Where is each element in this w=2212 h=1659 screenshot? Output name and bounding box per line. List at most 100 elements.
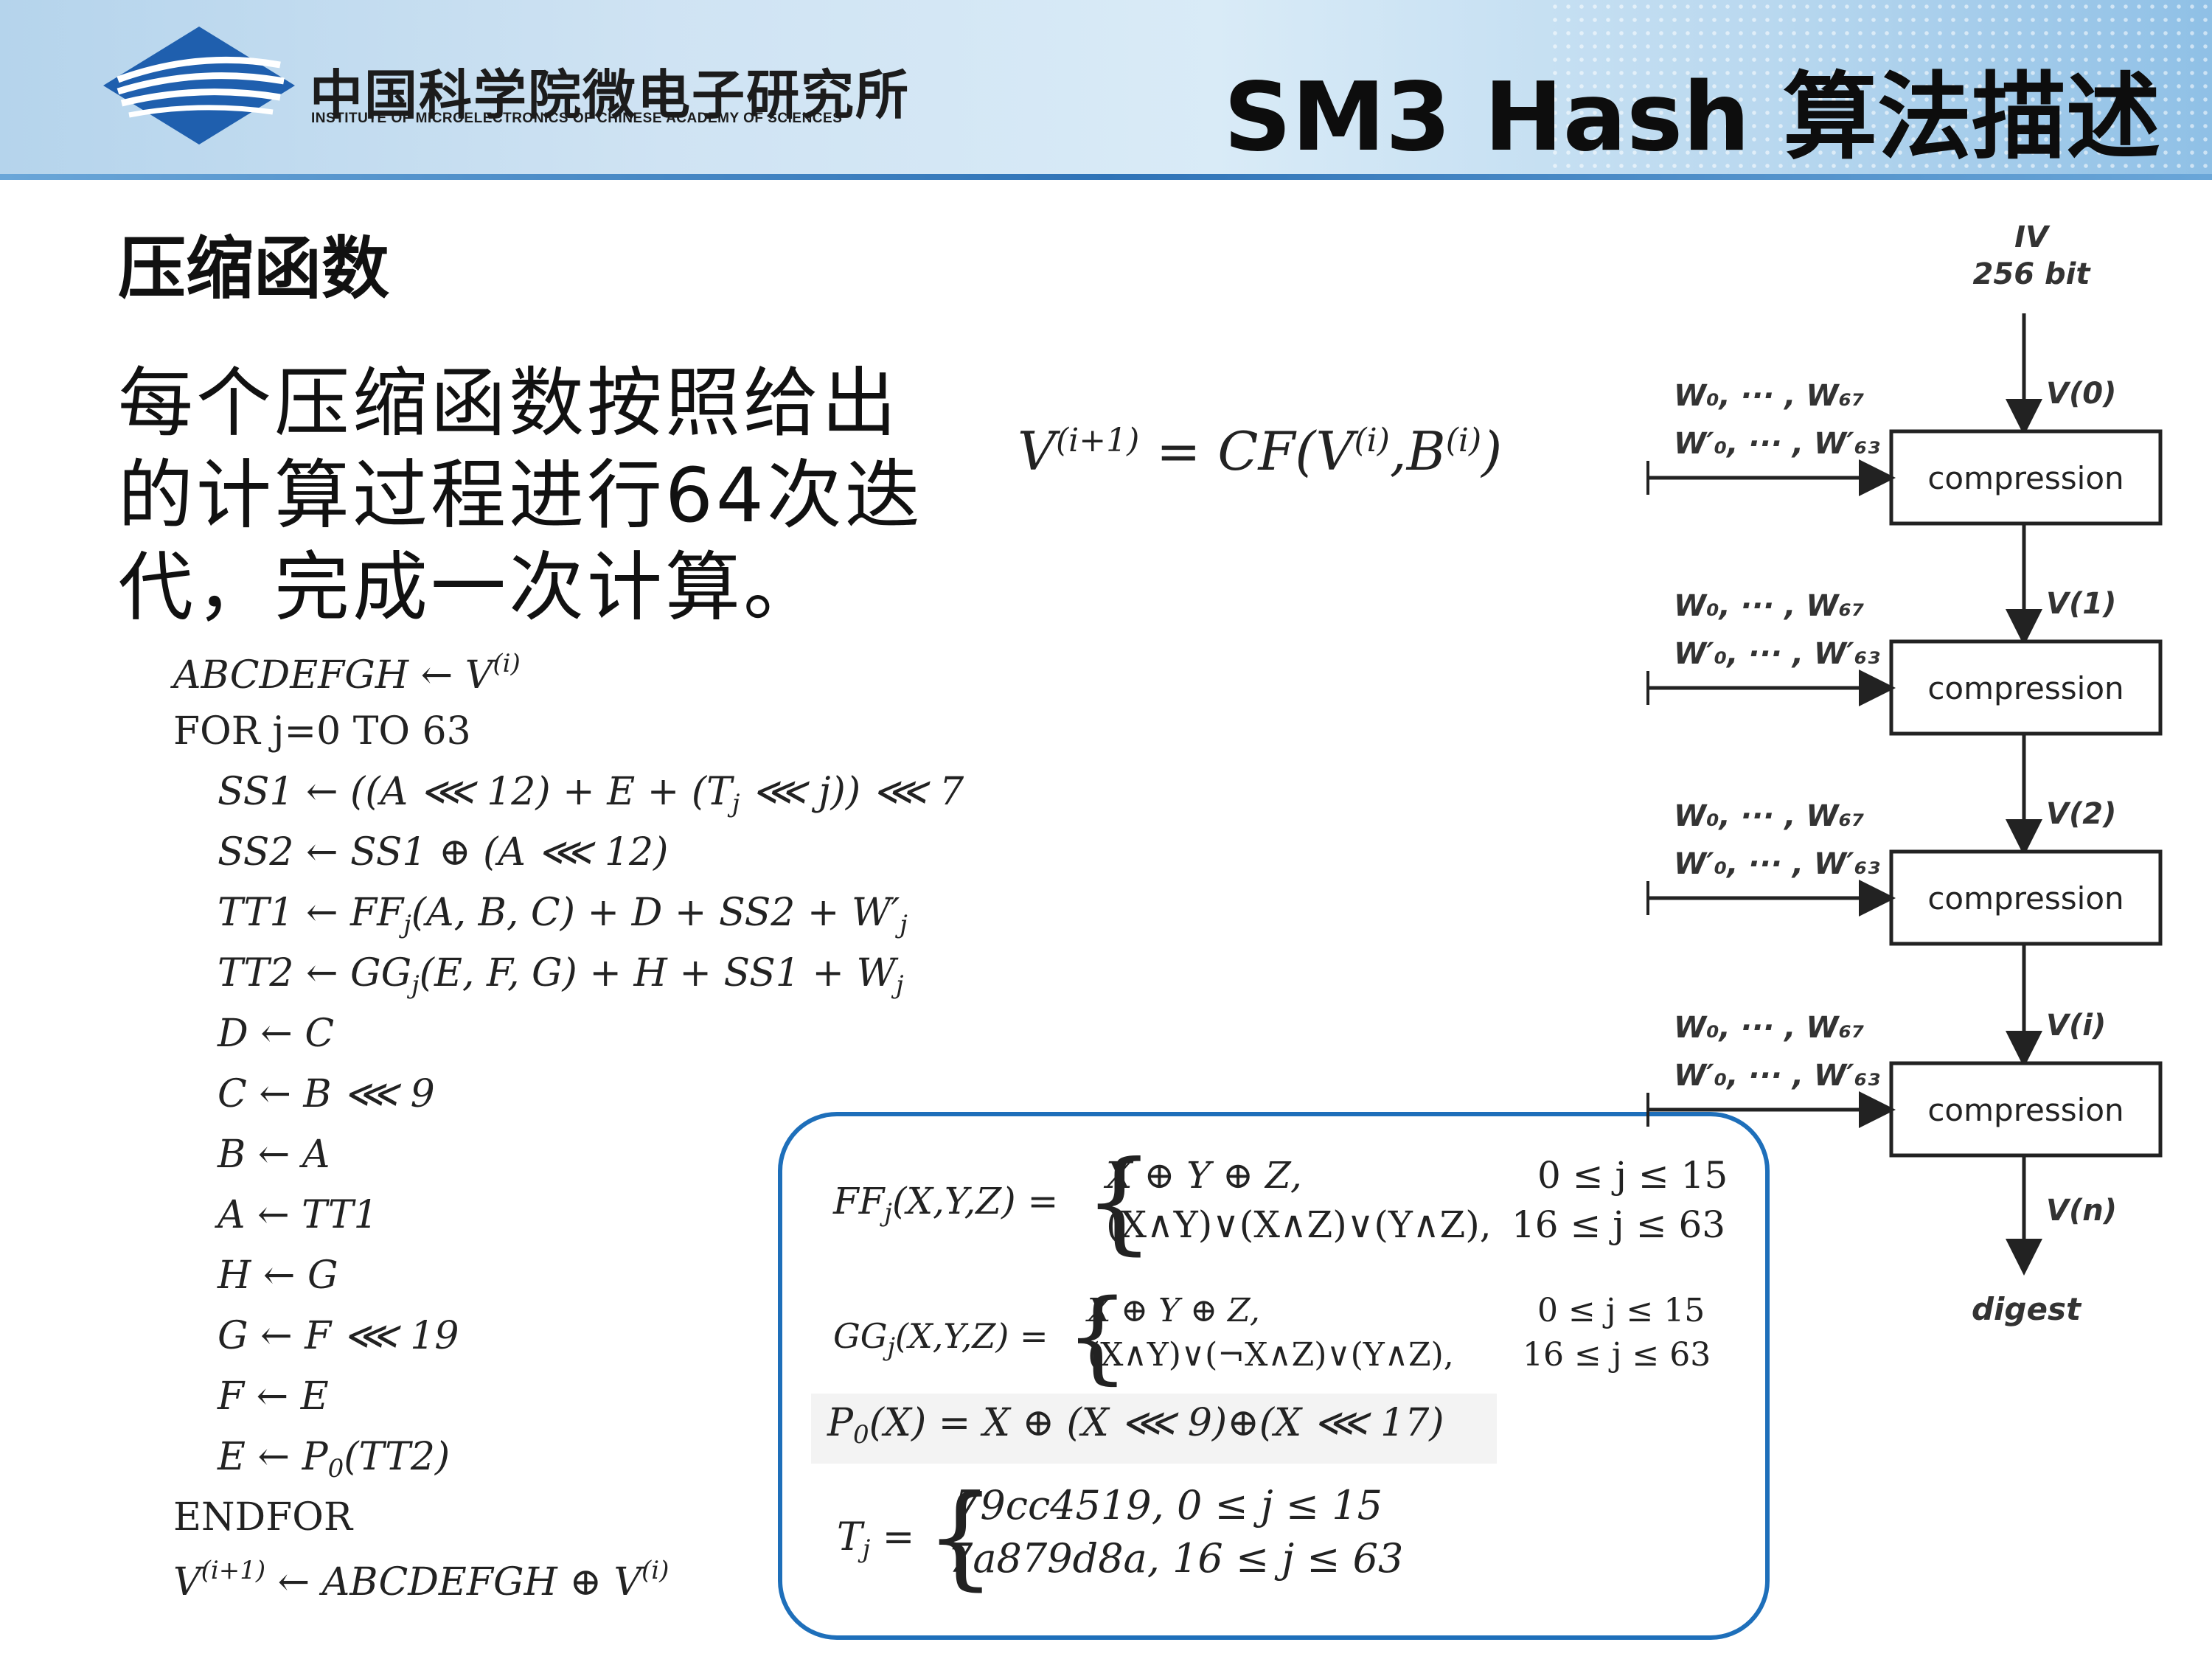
- p0-highlight: [811, 1394, 1497, 1464]
- algorithm-line-text: A ← TT1: [218, 1193, 378, 1237]
- header-dot-pattern: [1548, 0, 2212, 177]
- algorithm-line-tail: ← ABCDEFGH ⊕ V: [265, 1560, 642, 1604]
- message-expanded-words-label: W′₀, ··· , W′₆₃: [1674, 847, 1880, 881]
- eq-sup2: (i): [1445, 422, 1482, 459]
- ff-args: (X,Y,Z) =: [891, 1180, 1059, 1222]
- gg-sub: j: [887, 1332, 896, 1362]
- algorithm-line-sub: j: [403, 910, 411, 939]
- algorithm-line-tail: (TT2): [344, 1435, 451, 1479]
- iv-label: IV: [2014, 220, 2051, 254]
- algorithm-line: V(i+1) ← ABCDEFGH ⊕ V(i): [173, 1556, 669, 1604]
- gg-name: GG: [833, 1316, 888, 1356]
- chain-value-label: V(1): [2046, 587, 2116, 621]
- message-words-label: W₀, ··· , W₆₇: [1674, 1011, 1865, 1045]
- algorithm-line: TT1 ← FFj(A, B, C) + D + SS2 + W′j: [218, 891, 908, 939]
- eq-cf: = CF(V: [1139, 420, 1354, 482]
- algorithm-line-text: ENDFOR: [173, 1495, 353, 1540]
- header-band: [0, 0, 2212, 177]
- algorithm-line-sub: 0: [327, 1454, 344, 1484]
- algorithm-line: B ← A: [218, 1133, 330, 1177]
- message-words-label: W₀, ··· , W₆₇: [1674, 589, 1865, 623]
- header-divider: [0, 174, 2212, 180]
- main-equation: V(i+1) = CF(V(i),B(i)): [1018, 420, 1502, 482]
- message-words-label: W₀, ··· , W₆₇: [1674, 799, 1865, 833]
- eq-mid: ,B: [1389, 420, 1446, 482]
- chain-value-label-final: V(n): [2046, 1194, 2117, 1228]
- section-heading: 压缩函数: [118, 229, 390, 308]
- gg-cond2: 16 ≤ j ≤ 63: [1523, 1336, 1711, 1374]
- algorithm-line: D ← C: [218, 1012, 334, 1056]
- ff-name: FF: [833, 1180, 885, 1222]
- compression-block-label: compression: [1927, 670, 2124, 706]
- compression-block-label: compression: [1927, 1092, 2124, 1128]
- algorithm-line: ENDFOR: [173, 1495, 352, 1540]
- t-case1: 79cc4519, 0 ≤ j ≤ 15: [955, 1482, 1382, 1528]
- algorithm-line: TT2 ← GGj(E, F, G) + H + SS1 + Wj: [218, 951, 904, 1000]
- ff-sub: j: [884, 1198, 892, 1228]
- algorithm-line-sub2: j: [895, 970, 904, 1000]
- compression-block: [1889, 429, 2163, 526]
- algorithm-line: A ← TT1: [218, 1193, 378, 1237]
- gg-case2: (X∧Y)∨(¬X∧Z)∨(Y∧Z),: [1088, 1336, 1454, 1374]
- algorithm-line-text: B ← A: [218, 1133, 330, 1177]
- algorithm-line-tail: (E, F, G) + H + SS1 + W: [419, 951, 896, 995]
- institute-name-cn: 中国科学院微电子研究所: [310, 64, 911, 126]
- gg-brace: {: [1065, 1279, 1130, 1395]
- gg-lhs: GGj(X,Y,Z) =: [833, 1316, 1048, 1362]
- eq-end: ): [1481, 420, 1503, 482]
- t-eq: =: [870, 1515, 915, 1559]
- t-sub: j: [862, 1534, 871, 1564]
- compression-block: [1889, 639, 2163, 736]
- chain-value-label: V(0): [2046, 377, 2116, 411]
- message-words-label: W₀, ··· , W₆₇: [1674, 379, 1865, 413]
- gg-case1: X ⊕ Y ⊕ Z,: [1088, 1292, 1260, 1329]
- ff-cond2: 16 ≤ j ≤ 63: [1512, 1203, 1726, 1246]
- gg-cond1: 0 ≤ j ≤ 15: [1537, 1292, 1705, 1329]
- algorithm-line: E ← P0(TT2): [218, 1435, 450, 1484]
- algorithm-line-text: TT2 ← GG: [218, 951, 412, 995]
- ff-cond1: 0 ≤ j ≤ 15: [1537, 1154, 1728, 1197]
- algorithm-line: G ← F ⋘ 19: [218, 1314, 459, 1358]
- p0-definition: P0(X) = X ⊕ (X ⋘ 9)⊕(X ⋘ 17): [827, 1401, 1444, 1450]
- compression-block: [1889, 1061, 2163, 1158]
- iv-bits-label: 256 bit: [1973, 257, 2092, 291]
- algorithm-line: FOR j=0 TO 63: [173, 709, 471, 754]
- algorithm-line-sub2: j: [900, 910, 908, 939]
- message-expanded-words-label: W′₀, ··· , W′₆₃: [1674, 637, 1880, 671]
- algorithm-line: F ← E: [218, 1374, 329, 1419]
- algorithm-line: SS1 ← ((A ⋘ 12) + E + (Tj ⋘ j)) ⋘ 7: [218, 770, 964, 818]
- section-body: 每个压缩函数按照给出的计算过程进行64次迭代，完成一次计算。: [118, 360, 923, 632]
- algorithm-line: C ← B ⋘ 9: [218, 1072, 435, 1116]
- compression-block-label: compression: [1927, 460, 2124, 496]
- p0-name: P: [827, 1401, 853, 1445]
- institute-name-en: INSTITUTE OF MICROELECTRONICS OF CHINESE…: [311, 111, 843, 126]
- compression-block: [1889, 849, 2163, 946]
- ff-brace: {: [1084, 1138, 1155, 1266]
- ff-lhs: FFj(X,Y,Z) =: [833, 1180, 1058, 1228]
- algorithm-line-text: FOR j=0 TO 63: [173, 709, 471, 754]
- algorithm-line: SS2 ← SS1 ⊕ (A ⋘ 12): [218, 830, 668, 874]
- algorithm-line-sub: j: [731, 789, 740, 818]
- t-name: T: [837, 1515, 863, 1559]
- algorithm-line-text: H ← G: [218, 1253, 338, 1298]
- algorithm-line: ABCDEFGH ← V(i): [173, 649, 521, 698]
- eq-lhs: V: [1018, 420, 1056, 482]
- gg-args: (X,Y,Z) =: [895, 1316, 1048, 1356]
- algorithm-line-sub: j: [411, 970, 420, 1000]
- definitions-box: [778, 1112, 1770, 1640]
- digest-label: digest: [1972, 1291, 2082, 1327]
- algorithm-line-text: F ← E: [218, 1374, 329, 1419]
- chain-value-label: V(2): [2046, 797, 2116, 831]
- algorithm-line-text: E ← P: [218, 1435, 328, 1479]
- p0-sub: 0: [853, 1420, 869, 1450]
- algorithm-line-text: TT1 ← FF: [218, 891, 404, 935]
- p0-body: (X) = X ⊕ (X ⋘ 9)⊕(X ⋘ 17): [869, 1401, 1444, 1445]
- institute-logo-icon: [103, 27, 295, 145]
- message-expanded-words-label: W′₀, ··· , W′₆₃: [1674, 1059, 1880, 1093]
- eq-lhs-sup: (i+1): [1056, 422, 1140, 459]
- t-case2: 7a879d8a, 16 ≤ j ≤ 63: [947, 1535, 1404, 1582]
- algorithm-line-sup2: (i): [641, 1556, 669, 1585]
- ff-case2: (X∧Y)∨(X∧Z)∨(Y∧Z),: [1106, 1203, 1492, 1246]
- algorithm-line: H ← G: [218, 1253, 338, 1298]
- t-brace: {: [925, 1473, 996, 1601]
